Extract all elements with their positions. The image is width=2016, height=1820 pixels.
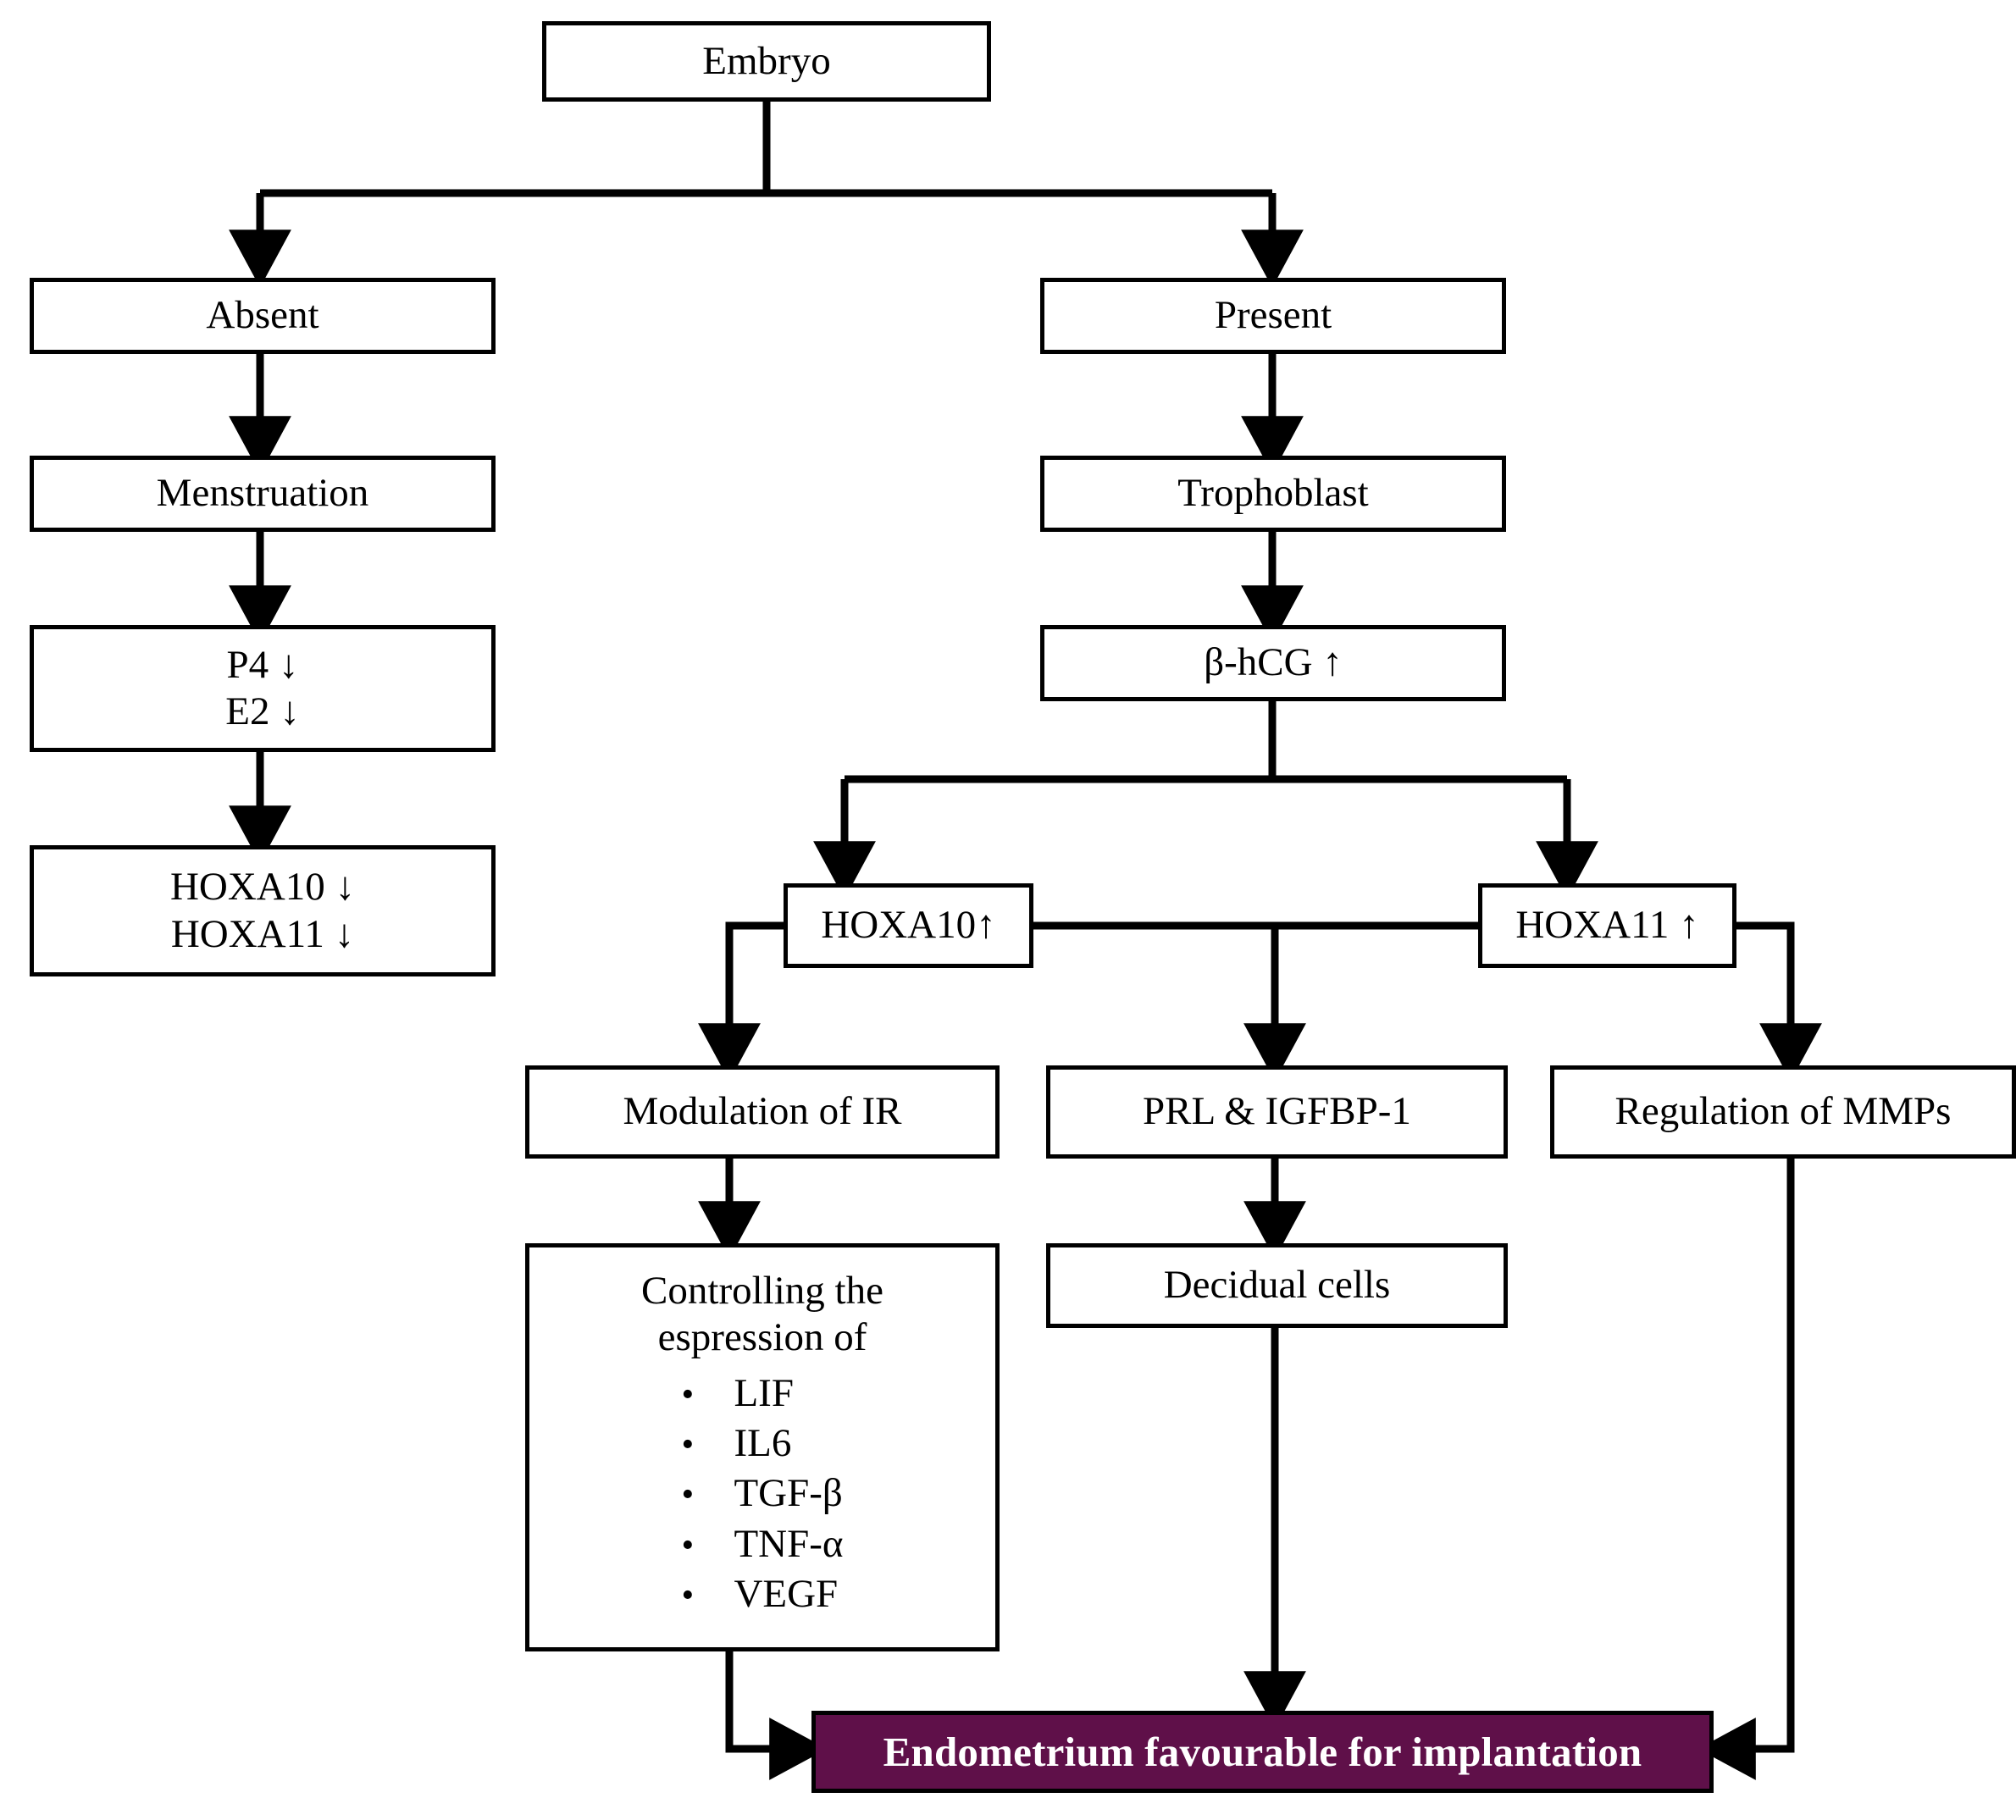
- controlling-bullet-list: • LIF • IL6 • TGF-β • TNF-α • VEGF: [681, 1369, 843, 1619]
- node-modulation-ir[interactable]: Modulation of IR: [525, 1065, 1000, 1159]
- controlling-heading-line2: espression of: [657, 1315, 867, 1360]
- node-hoxa10-up[interactable]: HOXA10↑: [784, 883, 1033, 968]
- node-hoxa11-up-label: HOXA11 ↑: [1515, 903, 1699, 948]
- node-hormones-down[interactable]: P4 ↓ E2 ↓: [30, 625, 496, 752]
- node-prl-igfbp[interactable]: PRL & IGFBP-1: [1046, 1065, 1508, 1159]
- edge-controlling-terminal: [725, 1651, 828, 1780]
- node-regulation-mmps[interactable]: Regulation of MMPs: [1550, 1065, 2016, 1159]
- list-item: • VEGF: [681, 1569, 843, 1619]
- node-modulation-ir-label: Modulation of IR: [623, 1089, 902, 1134]
- node-embryo[interactable]: Embryo: [542, 21, 991, 102]
- list-item: • TGF-β: [681, 1469, 843, 1519]
- controlling-heading-line1: Controlling the: [641, 1269, 883, 1313]
- bullet-icon: •: [681, 1525, 695, 1565]
- node-menstruation[interactable]: Menstruation: [30, 456, 496, 532]
- node-endometrium-label: Endometrium favourable for implantation: [883, 1728, 1642, 1775]
- node-hoxa10-up-label: HOXA10↑: [821, 903, 996, 948]
- node-controlling-expression[interactable]: Controlling the espression of • LIF • IL…: [525, 1243, 1000, 1651]
- node-embryo-label: Embryo: [702, 38, 831, 83]
- node-present-label: Present: [1214, 293, 1332, 338]
- node-endometrium-favourable[interactable]: Endometrium favourable for implantation: [811, 1711, 1714, 1793]
- edge-hoxa10-left: [698, 921, 784, 1081]
- list-item: • IL6: [681, 1419, 843, 1469]
- list-item: • TNF-α: [681, 1519, 843, 1569]
- node-regulation-mmps-label: Regulation of MMPs: [1614, 1089, 1952, 1134]
- node-hoxa11-up[interactable]: HOXA11 ↑: [1478, 883, 1736, 968]
- node-menstruation-label: Menstruation: [156, 471, 369, 516]
- edge-mmps-terminal: [1698, 1159, 1795, 1780]
- bullet-icon: •: [681, 1475, 695, 1515]
- node-present[interactable]: Present: [1040, 278, 1506, 354]
- node-trophoblast[interactable]: Trophoblast: [1040, 456, 1506, 532]
- node-hoxa-down[interactable]: HOXA10 ↓ HOXA11 ↓: [30, 845, 496, 976]
- node-decidual-cells[interactable]: Decidual cells: [1046, 1243, 1508, 1328]
- node-absent[interactable]: Absent: [30, 278, 496, 354]
- node-prl-igfbp-label: PRL & IGFBP-1: [1143, 1089, 1411, 1134]
- bullet-icon: •: [681, 1375, 695, 1414]
- node-hoxa11-down-label: HOXA11 ↓: [170, 911, 355, 956]
- node-p4-label: P4 ↓: [226, 642, 299, 687]
- node-absent-label: Absent: [206, 293, 319, 338]
- list-item-label: TGF-β: [734, 1471, 843, 1516]
- node-decidual-cells-label: Decidual cells: [1163, 1263, 1391, 1308]
- node-hoxa10-down-label: HOXA10 ↓: [169, 865, 356, 910]
- node-beta-hcg-label: β-hCG ↑: [1204, 640, 1343, 685]
- list-item: • LIF: [681, 1369, 843, 1419]
- bullet-icon: •: [681, 1425, 695, 1465]
- node-beta-hcg[interactable]: β-hCG ↑: [1040, 625, 1506, 701]
- list-item-label: TNF-α: [734, 1521, 844, 1566]
- bullet-icon: •: [681, 1575, 695, 1615]
- list-item-label: VEGF: [734, 1571, 839, 1616]
- list-item-label: LIF: [734, 1370, 794, 1415]
- node-trophoblast-label: Trophoblast: [1177, 471, 1369, 516]
- list-item-label: IL6: [734, 1421, 792, 1466]
- node-e2-label: E2 ↓: [225, 689, 300, 733]
